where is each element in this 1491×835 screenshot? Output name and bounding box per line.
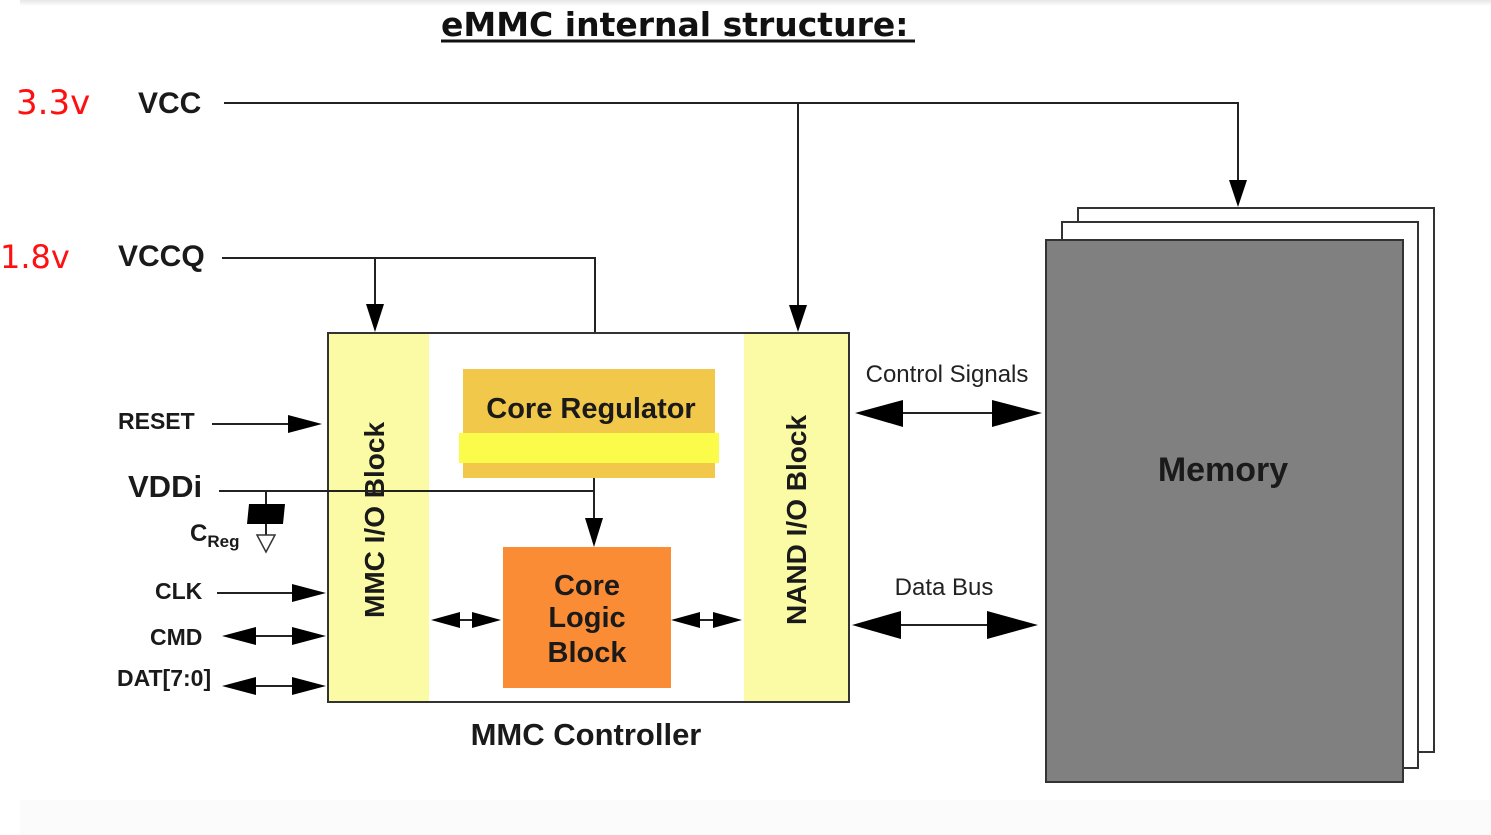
logic-nandio-left-arrow-icon [671, 612, 700, 628]
dat-left-arrow-icon [222, 677, 256, 695]
memory-label: Memory [1158, 451, 1288, 489]
core-regulator-label: Core Regulator [486, 393, 695, 425]
reset-arrow-icon [288, 415, 322, 433]
vccq-label: VCCQ [118, 240, 205, 273]
diagram-title: eMMC internal structure: [441, 5, 908, 44]
data-bus-label: Data Bus [895, 574, 994, 601]
creg-label-main: C [190, 520, 207, 547]
logic-nandio-right-arrow-icon [713, 612, 742, 628]
creg-label: CReg [190, 520, 239, 551]
vcc-voltage-annotation: 3.3v [16, 83, 90, 123]
mmcio-logic-arrow [431, 612, 501, 628]
bottom-edge-band [20, 800, 1491, 835]
nand-io-block-label: NAND I/O Block [781, 415, 812, 625]
dat-right-arrow-icon [292, 677, 326, 695]
data-bus-left-arrow-icon [852, 611, 901, 639]
vccq-voltage-annotation: 1.8v [0, 238, 70, 276]
vcc-label: VCC [138, 87, 201, 120]
control-signals-arrow [855, 400, 1042, 427]
data-bus-arrow [852, 611, 1038, 639]
memory-block [1045, 239, 1404, 783]
dat-signal-label: DAT[7:0] [117, 665, 211, 691]
core-logic-label-line3: Block [548, 637, 628, 669]
mmc-controller-label: MMC Controller [471, 717, 702, 752]
control-signals-left-arrow-icon [855, 400, 903, 427]
regulator-to-logic-arrow-icon [585, 518, 603, 547]
vccq-mmc-io-arrow-icon [366, 304, 384, 332]
cmd-right-arrow-icon [292, 627, 326, 645]
vcc-wire [224, 102, 1247, 332]
logic-nandio-arrow [671, 612, 742, 628]
vddi-label: VDDi [128, 469, 202, 504]
mmc-io-block [329, 334, 429, 701]
creg-label-subscript: Reg [207, 532, 239, 551]
cmd-left-arrow-icon [222, 627, 256, 645]
nand-io-block [744, 334, 848, 701]
cmd-signal-label: CMD [150, 624, 202, 650]
top-edge-shadow [20, 0, 1491, 6]
control-signals-label: Control Signals [866, 361, 1029, 388]
mmcio-logic-left-arrow-icon [431, 612, 460, 628]
core-logic-label-line2: Logic [548, 602, 625, 634]
control-signals-right-arrow-icon [992, 400, 1042, 427]
mmcio-logic-right-arrow-icon [472, 612, 501, 628]
core-logic-block [503, 547, 671, 688]
data-bus-right-arrow-icon [987, 611, 1038, 639]
reset-signal-label: RESET [118, 408, 195, 434]
creg-capacitor-icon [247, 504, 285, 524]
memory-stack: Memory [1045, 207, 1435, 783]
vcc-memory-arrow-icon [1229, 180, 1247, 207]
core-logic-label-line1: Core [554, 570, 620, 602]
clk-signal-label: CLK [155, 578, 203, 604]
mmc-io-block-label: MMC I/O Block [359, 422, 390, 618]
core-regulator-band [459, 433, 719, 463]
clk-arrow-icon [292, 584, 326, 602]
ground-icon [255, 534, 277, 554]
vcc-nand-arrow-icon [789, 305, 807, 332]
